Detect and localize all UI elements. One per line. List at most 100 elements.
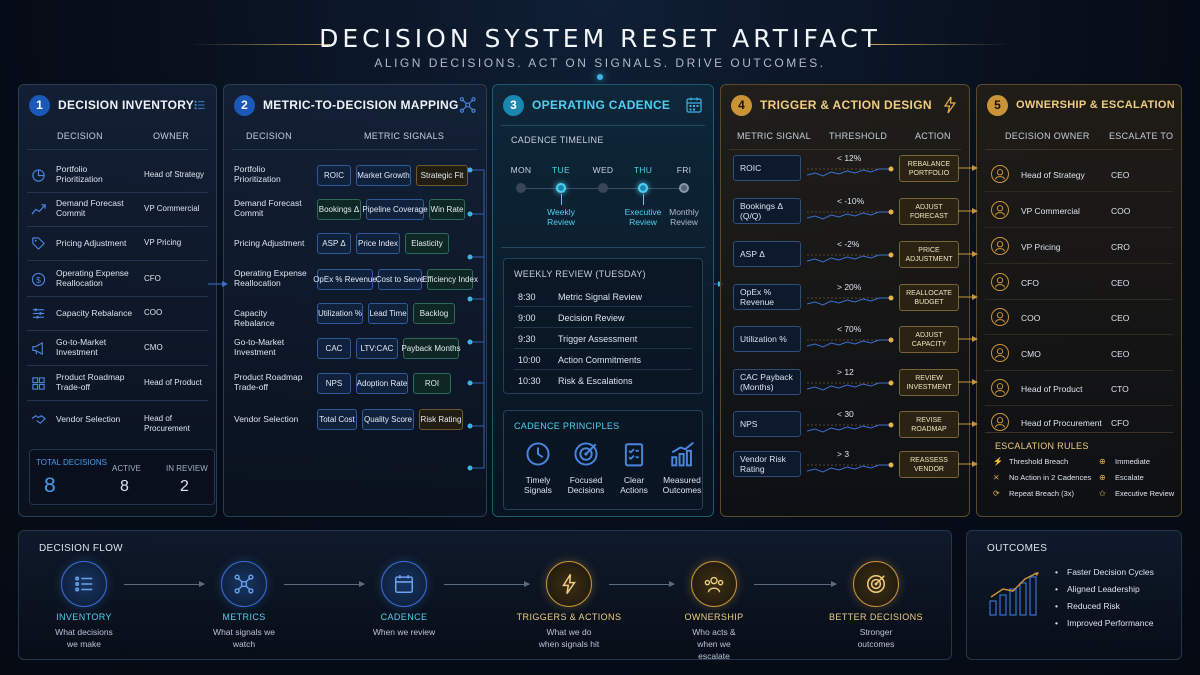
metric-chip[interactable]: Efficiency Index <box>422 269 478 290</box>
schedule-item: Metric Signal Review <box>558 292 643 302</box>
timeline-dot[interactable] <box>598 183 608 193</box>
action-button[interactable]: PRICE ADJUSTMENT <box>899 241 959 268</box>
timeline-dot[interactable] <box>556 183 566 193</box>
action-button[interactable]: ADJUST FORECAST <box>899 198 959 225</box>
action-button[interactable]: REVISE ROADMAP <box>899 411 959 438</box>
outcome-bullet: • <box>1055 618 1058 628</box>
panel-title: METRIC-TO-DECISION MAPPING <box>263 98 459 112</box>
metric-chip[interactable]: Backlog <box>413 303 455 324</box>
action-button[interactable]: REASSESS VENDOR <box>899 451 959 478</box>
metric-chip[interactable]: NPS <box>317 373 351 394</box>
metric-chip[interactable]: ROI <box>413 373 451 394</box>
timeline-dot[interactable] <box>679 183 689 193</box>
flow-step-network-icon[interactable] <box>221 561 267 607</box>
flow-step-people-icon[interactable] <box>691 561 737 607</box>
flow-step-list-icon[interactable] <box>61 561 107 607</box>
metric-chip[interactable]: Market Growth <box>356 165 411 186</box>
schedule-time: 10:30 <box>518 376 541 386</box>
metric-chip[interactable]: LTV:CAC <box>356 338 398 359</box>
flow-arrow <box>754 581 837 587</box>
metric-chip[interactable]: Lead Time <box>368 303 408 324</box>
action-button[interactable]: ADJUST CAPACITY <box>899 326 959 353</box>
decision-owner-name: COO <box>1021 313 1041 323</box>
metric-chip[interactable]: Price Index <box>356 233 400 254</box>
metric-chip[interactable]: Risk Rating <box>419 409 463 430</box>
metric-chip[interactable]: Quality Score <box>362 409 414 430</box>
decision-owner: VP Commercial <box>144 204 200 213</box>
schedule-time: 8:30 <box>518 292 536 302</box>
action-button[interactable]: REALLOCATE BUDGET <box>899 284 959 311</box>
timeline-dot[interactable] <box>516 183 526 193</box>
action-button[interactable]: REBALANCE PORTFOLIO <box>899 155 959 182</box>
trigger-row[interactable]: ASP Δ< -2%PRICE ADJUSTMENT <box>721 239 969 281</box>
flow-step-lightning-icon[interactable] <box>546 561 592 607</box>
trigger-row[interactable]: Utilization %< 70%ADJUST CAPACITY <box>721 324 969 366</box>
metric-signal-box: OpEx % Revenue <box>733 284 801 310</box>
timeline-dot[interactable] <box>638 183 648 193</box>
trigger-row[interactable]: Bookings Δ (Q/Q)< -10%ADJUST FORECAST <box>721 196 969 238</box>
metric-chip[interactable]: OpEx % Revenue <box>313 269 377 290</box>
decision-name: Operating Expense Reallocation <box>234 268 307 288</box>
owner-avatar-icon <box>991 237 1009 255</box>
mapping-row[interactable]: Operating Expense Reallocation OpEx % Rev… <box>224 263 486 297</box>
flow-step-calendar-icon[interactable] <box>381 561 427 607</box>
escalate-to: CRO <box>1111 242 1130 252</box>
rule-icon: ⚡ <box>993 457 1003 466</box>
metric-chip[interactable]: Strategic Fit <box>416 165 468 186</box>
metric-chip[interactable]: Adoption Rate <box>356 373 408 394</box>
metric-chip[interactable]: Bookings Δ <box>317 199 361 220</box>
principle-item: Timely Signals <box>514 441 562 507</box>
metric-chip[interactable]: ASP Δ <box>317 233 351 254</box>
metric-chip[interactable]: Pipeline Coverage <box>362 199 428 220</box>
metric-chip[interactable]: Cost to Serve <box>376 269 424 290</box>
metric-chip[interactable]: Payback Months <box>401 338 461 359</box>
owner-avatar-icon <box>991 344 1009 362</box>
metric-chip[interactable]: Win Rate <box>429 199 465 220</box>
metric-chip[interactable]: Elasticity <box>405 233 449 254</box>
action-button[interactable]: REVIEW INVESTMENT <box>899 369 959 396</box>
trigger-row[interactable]: ROIC< 12%REBALANCE PORTFOLIO <box>721 153 969 195</box>
flow-step-target-icon[interactable] <box>853 561 899 607</box>
trigger-row[interactable]: OpEx % Revenue> 20%REALLOCATE BUDGET <box>721 282 969 324</box>
escalation-rules-title: ESCALATION RULES <box>995 441 1089 451</box>
flow-step-label: TRIGGERS & ACTIONS <box>516 612 622 622</box>
calendar-icon <box>394 575 414 594</box>
metric-chip[interactable]: Total Cost <box>317 409 357 430</box>
metric-chip[interactable]: CAC <box>317 338 351 359</box>
metric-chip[interactable]: Utilization % <box>317 303 363 324</box>
svg-text:$: $ <box>36 275 41 285</box>
schedule-row[interactable]: 8:30 Metric Signal Review <box>514 287 692 307</box>
metric-chip[interactable]: ROIC <box>317 165 351 186</box>
decision-name: Portfolio Prioritization <box>234 164 281 184</box>
